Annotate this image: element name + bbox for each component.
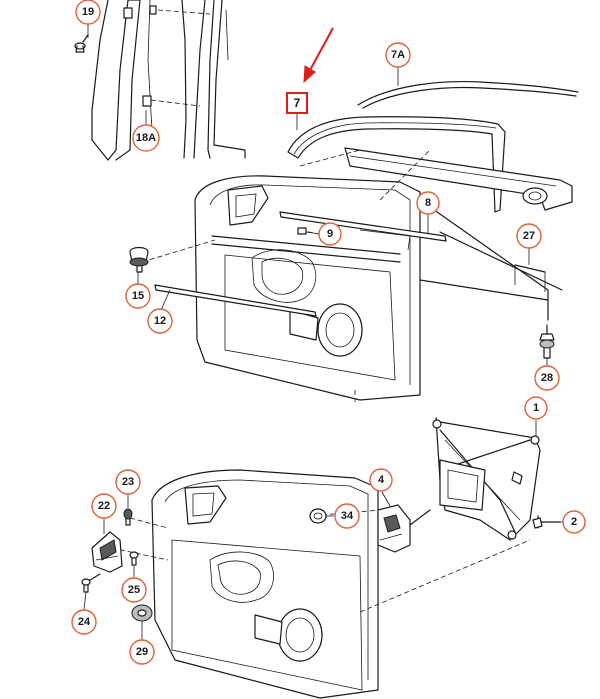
beltline-weatherstrip-12 <box>154 284 317 317</box>
screw-25 <box>129 551 139 566</box>
grommet-34 <box>309 508 327 524</box>
bracket-22 <box>91 531 123 573</box>
svg-text:2: 2 <box>571 516 577 528</box>
callout-4: 4 <box>369 468 393 492</box>
fastener-15 <box>129 246 149 273</box>
svg-text:8: 8 <box>425 197 431 209</box>
callout-24: 24 <box>71 609 97 635</box>
inner-belt-strip <box>279 211 447 242</box>
callout-12: 12 <box>147 308 173 334</box>
svg-text:18A: 18A <box>136 132 156 144</box>
screw-23 <box>123 508 133 526</box>
callout-29: 29 <box>129 639 155 665</box>
svg-text:34: 34 <box>341 510 354 522</box>
callout-34: 34 <box>334 503 360 529</box>
pillar-trim-assembly <box>91 0 246 161</box>
svg-text:15: 15 <box>132 290 144 302</box>
callout-23: 23 <box>115 469 141 495</box>
red-arrow-icon <box>303 27 334 84</box>
callout-22: 22 <box>91 493 117 519</box>
callout-27: 27 <box>516 223 542 249</box>
window-regulator-1 <box>432 417 543 541</box>
callout-2: 2 <box>562 510 586 534</box>
svg-text:1: 1 <box>533 402 539 414</box>
svg-text:27: 27 <box>523 230 535 242</box>
svg-text:12: 12 <box>154 315 166 327</box>
callout-1: 1 <box>524 396 548 420</box>
svg-text:7: 7 <box>294 96 301 110</box>
callout-9: 9 <box>318 222 342 246</box>
callout-7a: 7A <box>385 42 411 68</box>
svg-text:28: 28 <box>541 372 553 384</box>
callout-7-highlighted: 7 <box>286 92 308 114</box>
callout-18a: 18A <box>132 124 160 152</box>
svg-text:7A: 7A <box>391 49 405 61</box>
screw-2 <box>532 517 561 529</box>
callout-19: 19 <box>75 0 101 25</box>
door-frame-moulding <box>287 81 579 213</box>
callout-28: 28 <box>534 365 560 391</box>
callout-15: 15 <box>125 283 151 309</box>
svg-text:19: 19 <box>82 6 94 18</box>
upper-inner-door-panel <box>141 149 549 402</box>
callout-25: 25 <box>121 577 147 603</box>
washer-29 <box>131 604 153 622</box>
svg-text:4: 4 <box>378 474 385 486</box>
screw-24 <box>81 573 101 593</box>
svg-text:29: 29 <box>136 646 148 658</box>
svg-text:24: 24 <box>78 616 91 628</box>
bolt-28 <box>539 324 555 359</box>
svg-text:23: 23 <box>122 476 134 488</box>
clip-27 <box>514 264 546 292</box>
leader-lines <box>83 22 563 640</box>
screw-19 <box>74 34 89 53</box>
callout-8: 8 <box>416 191 440 215</box>
regulator-motor-4 <box>377 504 431 553</box>
svg-text:9: 9 <box>327 228 333 240</box>
svg-text:22: 22 <box>98 500 110 512</box>
lower-inner-door-panel <box>111 469 531 699</box>
svg-text:25: 25 <box>128 584 140 596</box>
window-glass-run <box>299 147 573 291</box>
